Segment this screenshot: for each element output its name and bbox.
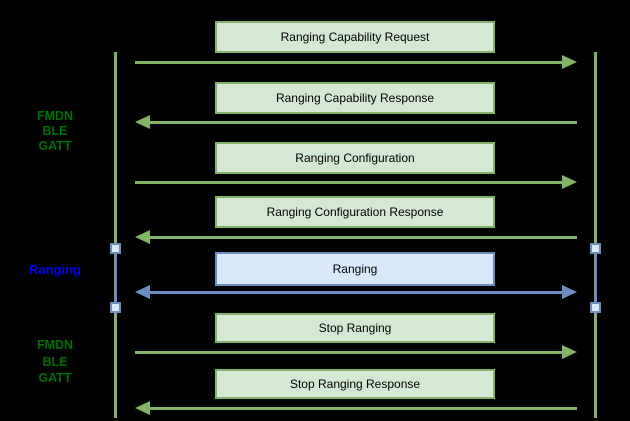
arrowhead-left-icon <box>135 401 150 415</box>
lifeline-right-segment-top <box>594 52 597 243</box>
arrowhead-left-icon <box>135 115 150 129</box>
message-box-stop-ranging-response: Stop Ranging Response <box>215 369 495 399</box>
message-box-stop-ranging: Stop Ranging <box>215 313 495 343</box>
arrowhead-left-icon <box>135 230 150 244</box>
phase-label-fmdn-ble-gatt-top: FMDN BLE GATT <box>0 109 110 154</box>
arrow-shaft <box>135 350 565 354</box>
arrowhead-right-icon <box>562 285 577 299</box>
phase-label-line: GATT <box>38 139 72 153</box>
arrowhead-right-icon <box>562 55 577 69</box>
phase-label-fmdn-ble-gatt-bottom: FMDN BLE GATT <box>0 337 110 387</box>
message-box-ranging: Ranging <box>215 252 495 286</box>
message-box-ranging-configuration: Ranging Configuration <box>215 142 495 174</box>
phase-label-line: FMDN <box>36 109 74 123</box>
message-arrow-right <box>135 175 577 189</box>
arrowhead-right-icon <box>562 175 577 189</box>
lifeline-left-segment-ranging <box>114 249 117 307</box>
arrowhead-right-icon <box>562 345 577 359</box>
arrow-shaft <box>148 290 565 294</box>
message-arrow-left <box>135 401 577 415</box>
phase-label-line: Ranging <box>29 262 81 277</box>
phase-label-line: BLE <box>42 124 68 138</box>
phase-label-line: GATT <box>38 371 72 385</box>
arrow-shaft <box>148 406 577 410</box>
lifeline-left-segment-bottom <box>114 311 117 418</box>
arrow-shaft <box>135 180 565 184</box>
activation-marker-left-end <box>110 302 121 313</box>
message-arrow-left <box>135 115 577 129</box>
activation-marker-right-start <box>590 243 601 254</box>
message-box-ranging-configuration-response: Ranging Configuration Response <box>215 196 495 228</box>
phase-label-ranging: Ranging <box>0 262 110 278</box>
message-box-ranging-capability-response: Ranging Capability Response <box>215 82 495 114</box>
arrow-shaft <box>135 60 565 64</box>
message-arrow-bidirectional <box>135 285 577 299</box>
lifeline-right-segment-bottom <box>594 311 597 418</box>
message-box-ranging-capability-request: Ranging Capability Request <box>215 21 495 53</box>
activation-marker-right-end <box>590 302 601 313</box>
message-arrow-right <box>135 55 577 69</box>
message-arrow-left <box>135 230 577 244</box>
message-arrow-right <box>135 345 577 359</box>
activation-marker-left-start <box>110 243 121 254</box>
arrow-shaft <box>148 235 577 239</box>
lifeline-right-segment-ranging <box>594 249 597 307</box>
lifeline-left-segment-top <box>114 52 117 243</box>
arrowhead-left-icon <box>135 285 150 299</box>
phase-label-line: BLE <box>42 354 68 369</box>
phase-label-line: FMDN <box>36 338 74 352</box>
arrow-shaft <box>148 120 577 124</box>
